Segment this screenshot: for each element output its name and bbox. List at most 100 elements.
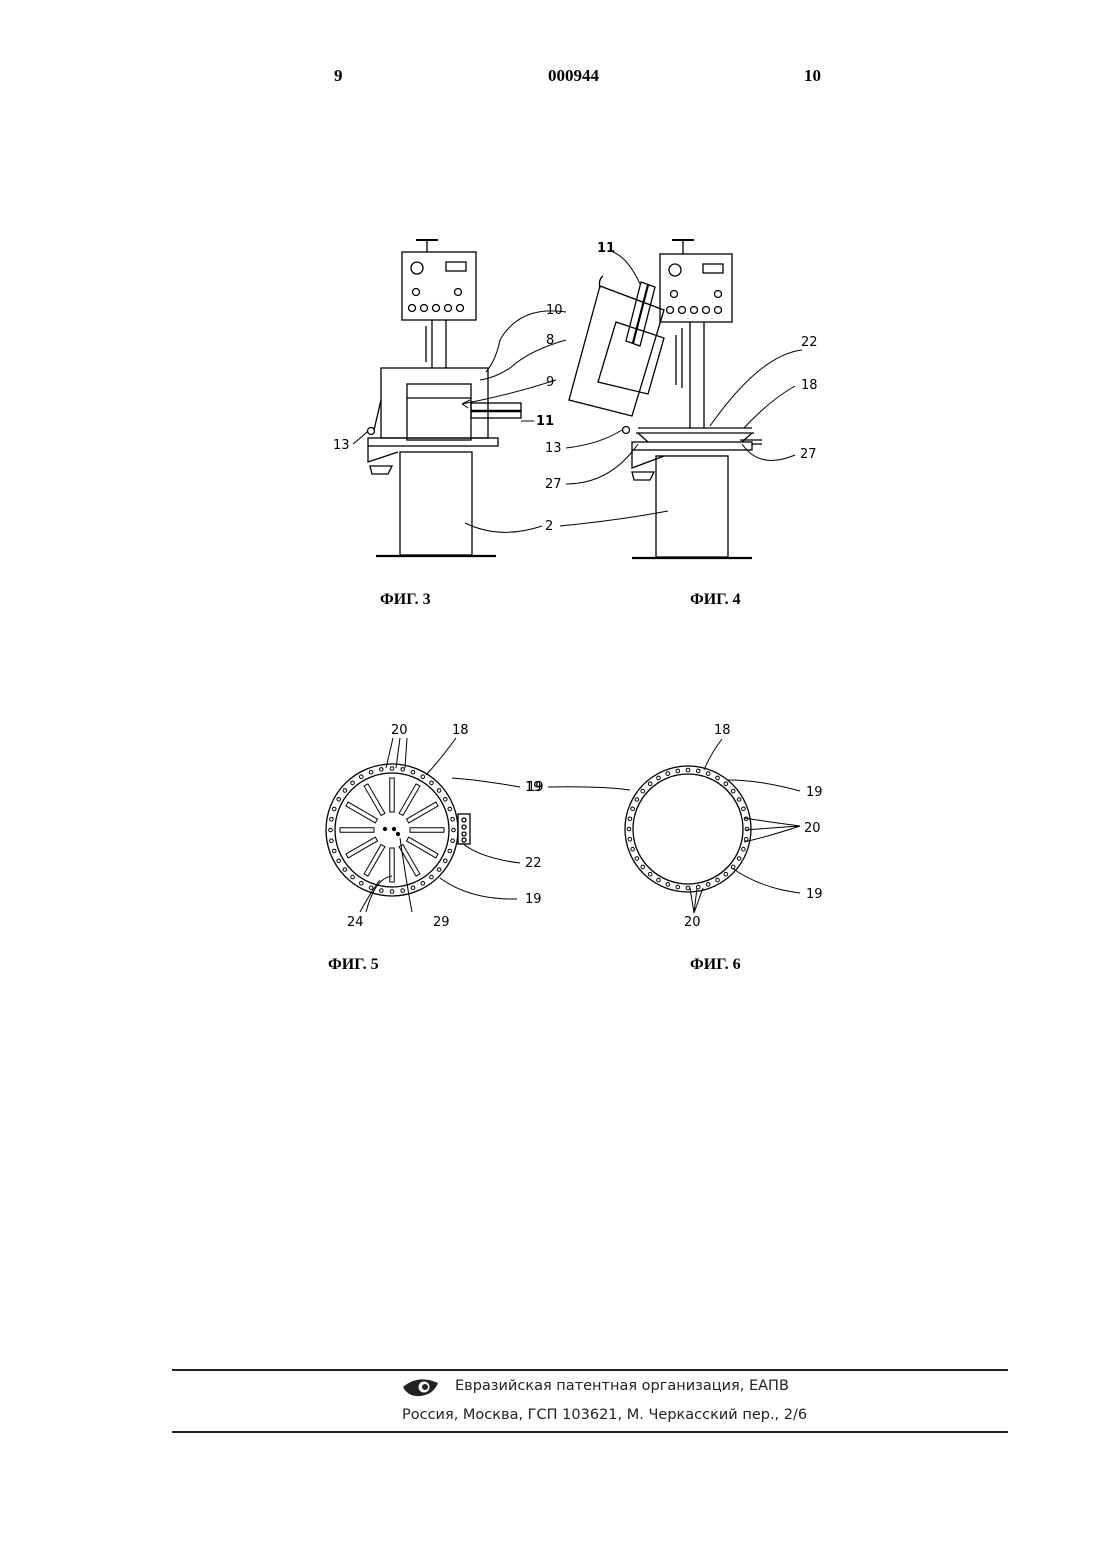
disc-slot [346,837,378,858]
fig3-label-9: 9 [546,375,554,390]
disc-hole [369,770,373,774]
disc-hole [411,770,415,774]
disc-hole [430,781,434,785]
fig5-label-19b: 19 [525,892,542,907]
disc-slot [390,778,394,812]
footer-address: Россия, Москва, ГСП 103621, М. Черкасски… [402,1407,807,1423]
disc-hole [390,767,394,771]
disc-hole [631,807,635,811]
fig4-label-18: 18 [801,378,818,393]
fig4-label-13: 13 [545,441,562,456]
disc-hole [686,886,690,890]
caption-fig6: ФИГ. 6 [690,956,741,974]
fig5-slots [340,778,444,882]
fig4-label-11: 11 [597,241,615,256]
figure-3-drawing [368,240,522,556]
disc-hole [437,789,441,793]
footer-bottom-rule [172,1431,1008,1433]
disc-hole [627,827,631,831]
disc-hole [360,882,364,886]
disc-hole [737,857,741,861]
disc-hole [451,839,455,843]
disc-hole [631,847,635,851]
disc-hole [628,817,632,821]
disc-slot [340,828,374,832]
eapo-logo-icon [402,1376,440,1398]
disc-hole [628,837,632,841]
disc-hole [744,837,748,841]
fig5-label-20: 20 [391,723,408,738]
disc-hole [706,883,710,887]
disc-hole [448,849,452,853]
disc-hole [421,882,425,886]
disc-hole [369,886,373,890]
disc-slot [407,837,439,858]
fig3-label-2: 2 [545,519,553,534]
disc-hole [666,883,670,887]
disc-slot [364,845,385,877]
disc-hole [330,839,334,843]
disc-hole [351,781,355,785]
disc-slot [346,802,378,823]
disc-hole [380,768,384,772]
disc-slot [399,784,420,816]
disc-hole [742,807,746,811]
fig3-label-8: 8 [546,333,554,348]
fig4-label-27b: 27 [800,447,817,462]
figure-4-drawing [569,240,762,558]
disc-hole [329,828,333,832]
fig5-holes [329,767,456,894]
disc-hole [657,776,661,780]
disc-hole [337,798,341,802]
fig3-label-13: 13 [333,438,350,453]
disc-hole [657,878,661,882]
fig3-label-10: 10 [546,303,563,318]
disc-hole [332,849,336,853]
disc-slot [407,802,439,823]
disc-hole [737,798,741,802]
disc-hole [452,828,456,832]
disc-hole [686,768,690,772]
disc-hole [380,889,384,893]
fig6-label-19a: 19 [527,780,544,795]
fig3-label-11: 11 [536,414,554,429]
footer-organization: Евразийская патентная организация, ЕАПВ [455,1378,789,1394]
disc-hole [641,865,645,869]
disc-hole [706,772,710,776]
fig5-label-24: 24 [347,915,364,930]
disc-hole [451,818,455,822]
disc-slot [399,845,420,877]
fig6-label-20b: 20 [684,915,701,930]
figure-6-leaders [548,739,800,913]
disc-hole [716,878,720,882]
disc-hole [648,782,652,786]
fig4-label-27a: 27 [545,477,562,492]
disc-hole [411,886,415,890]
disc-hole [676,885,680,889]
disc-hole [401,889,405,893]
disc-hole [401,768,405,772]
disc-hole [676,769,680,773]
disc-hole [666,772,670,776]
disc-slot [390,848,394,882]
fig5-label-22: 22 [525,856,542,871]
disc-hole [330,818,334,822]
disc-hole [337,859,341,863]
disc-hole [724,782,728,786]
disc-hole [648,872,652,876]
disc-hole [390,890,394,894]
figure-6-drawing [625,766,751,892]
disc-hole [696,769,700,773]
disc-hole [724,872,728,876]
disc-hole [635,798,639,802]
fig6-label-19b: 19 [806,887,823,902]
caption-fig3: ФИГ. 3 [380,591,431,609]
fig6-holes [627,768,749,890]
disc-hole [437,868,441,872]
disc-hole [444,859,448,863]
fig5-label-29: 29 [433,915,450,930]
disc-hole [430,875,434,879]
disc-hole [343,789,347,793]
disc-hole [421,775,425,779]
